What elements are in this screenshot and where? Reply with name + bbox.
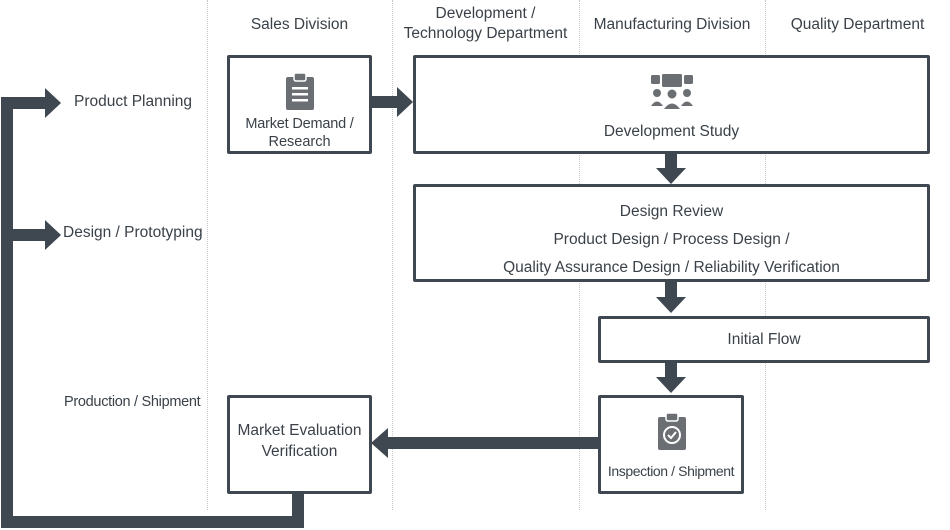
feedback-loop-bottom <box>1 516 304 528</box>
flow-connector-inspection-to-evaluation <box>386 437 600 449</box>
box-inspection-shipment: Inspection / Shipment <box>598 395 744 494</box>
row-label-product-planning: Product Planning <box>74 93 193 110</box>
development-study-label: Development Study <box>603 123 740 140</box>
clipboard-check-icon <box>657 412 687 451</box>
clipboard-list-icon <box>285 72 315 111</box>
flow-connector-development-to-design <box>665 152 677 170</box>
column-header-manufacturing: Manufacturing Division <box>593 16 751 33</box>
box-market-evaluation: Market Evaluation Verification <box>227 395 372 494</box>
column-header-development-line2: Technology Department <box>403 25 568 42</box>
design-review-title: Design Review <box>619 203 724 220</box>
lane-divider <box>207 0 208 510</box>
column-header-development-line1: Development / <box>435 5 536 22</box>
lane-divider <box>392 0 393 510</box>
flow-arrowhead-market-to-development <box>397 87 413 117</box>
market-evaluation-line1: Market Evaluation <box>237 422 362 439</box>
column-header-development: Development / Technology Department <box>392 4 579 44</box>
market-evaluation-line2: Verification <box>261 443 338 460</box>
team-meeting-icon <box>651 73 693 111</box>
column-header-sales: Sales Division <box>250 16 349 33</box>
loop-branch-product-planning <box>1 97 47 109</box>
flow-arrowhead-design-to-initial <box>656 297 686 313</box>
feedback-loop-left <box>1 97 13 528</box>
flow-connector-market-to-development <box>370 96 400 108</box>
initial-flow-label: Initial Flow <box>727 331 801 348</box>
feedback-loop-up <box>292 490 304 528</box>
market-demand-label-line1: Market Demand / <box>245 116 354 132</box>
flow-arrowhead-inspection-to-evaluation <box>371 428 388 458</box>
loop-branch-design-prototyping <box>1 229 47 241</box>
loop-arrowhead-design-prototyping <box>45 220 61 250</box>
box-development-study: Development Study <box>413 55 930 154</box>
inspection-shipment-label: Inspection / Shipment <box>607 463 735 479</box>
design-review-line2: Product Design / Process Design / <box>553 231 790 248</box>
column-header-quality: Quality Department <box>790 16 925 33</box>
loop-arrowhead-product-planning <box>45 88 61 118</box>
flow-connector-design-to-initial <box>665 281 677 299</box>
design-review-line3: Quality Assurance Design / Reliability V… <box>503 259 840 276</box>
flow-arrowhead-initial-to-inspection <box>656 377 686 393</box>
box-initial-flow: Initial Flow <box>598 316 930 363</box>
market-demand-label-line2: Research <box>268 134 331 150</box>
box-market-demand-research: Market Demand / Research <box>227 55 372 154</box>
row-label-production-shipment: Production / Shipment <box>64 394 201 410</box>
flow-arrowhead-development-to-design <box>656 168 686 184</box>
flow-connector-initial-to-inspection <box>665 361 677 379</box>
box-design-review: Design Review Product Design / Process D… <box>413 184 930 282</box>
row-label-design-prototyping: Design / Prototyping <box>63 224 203 241</box>
